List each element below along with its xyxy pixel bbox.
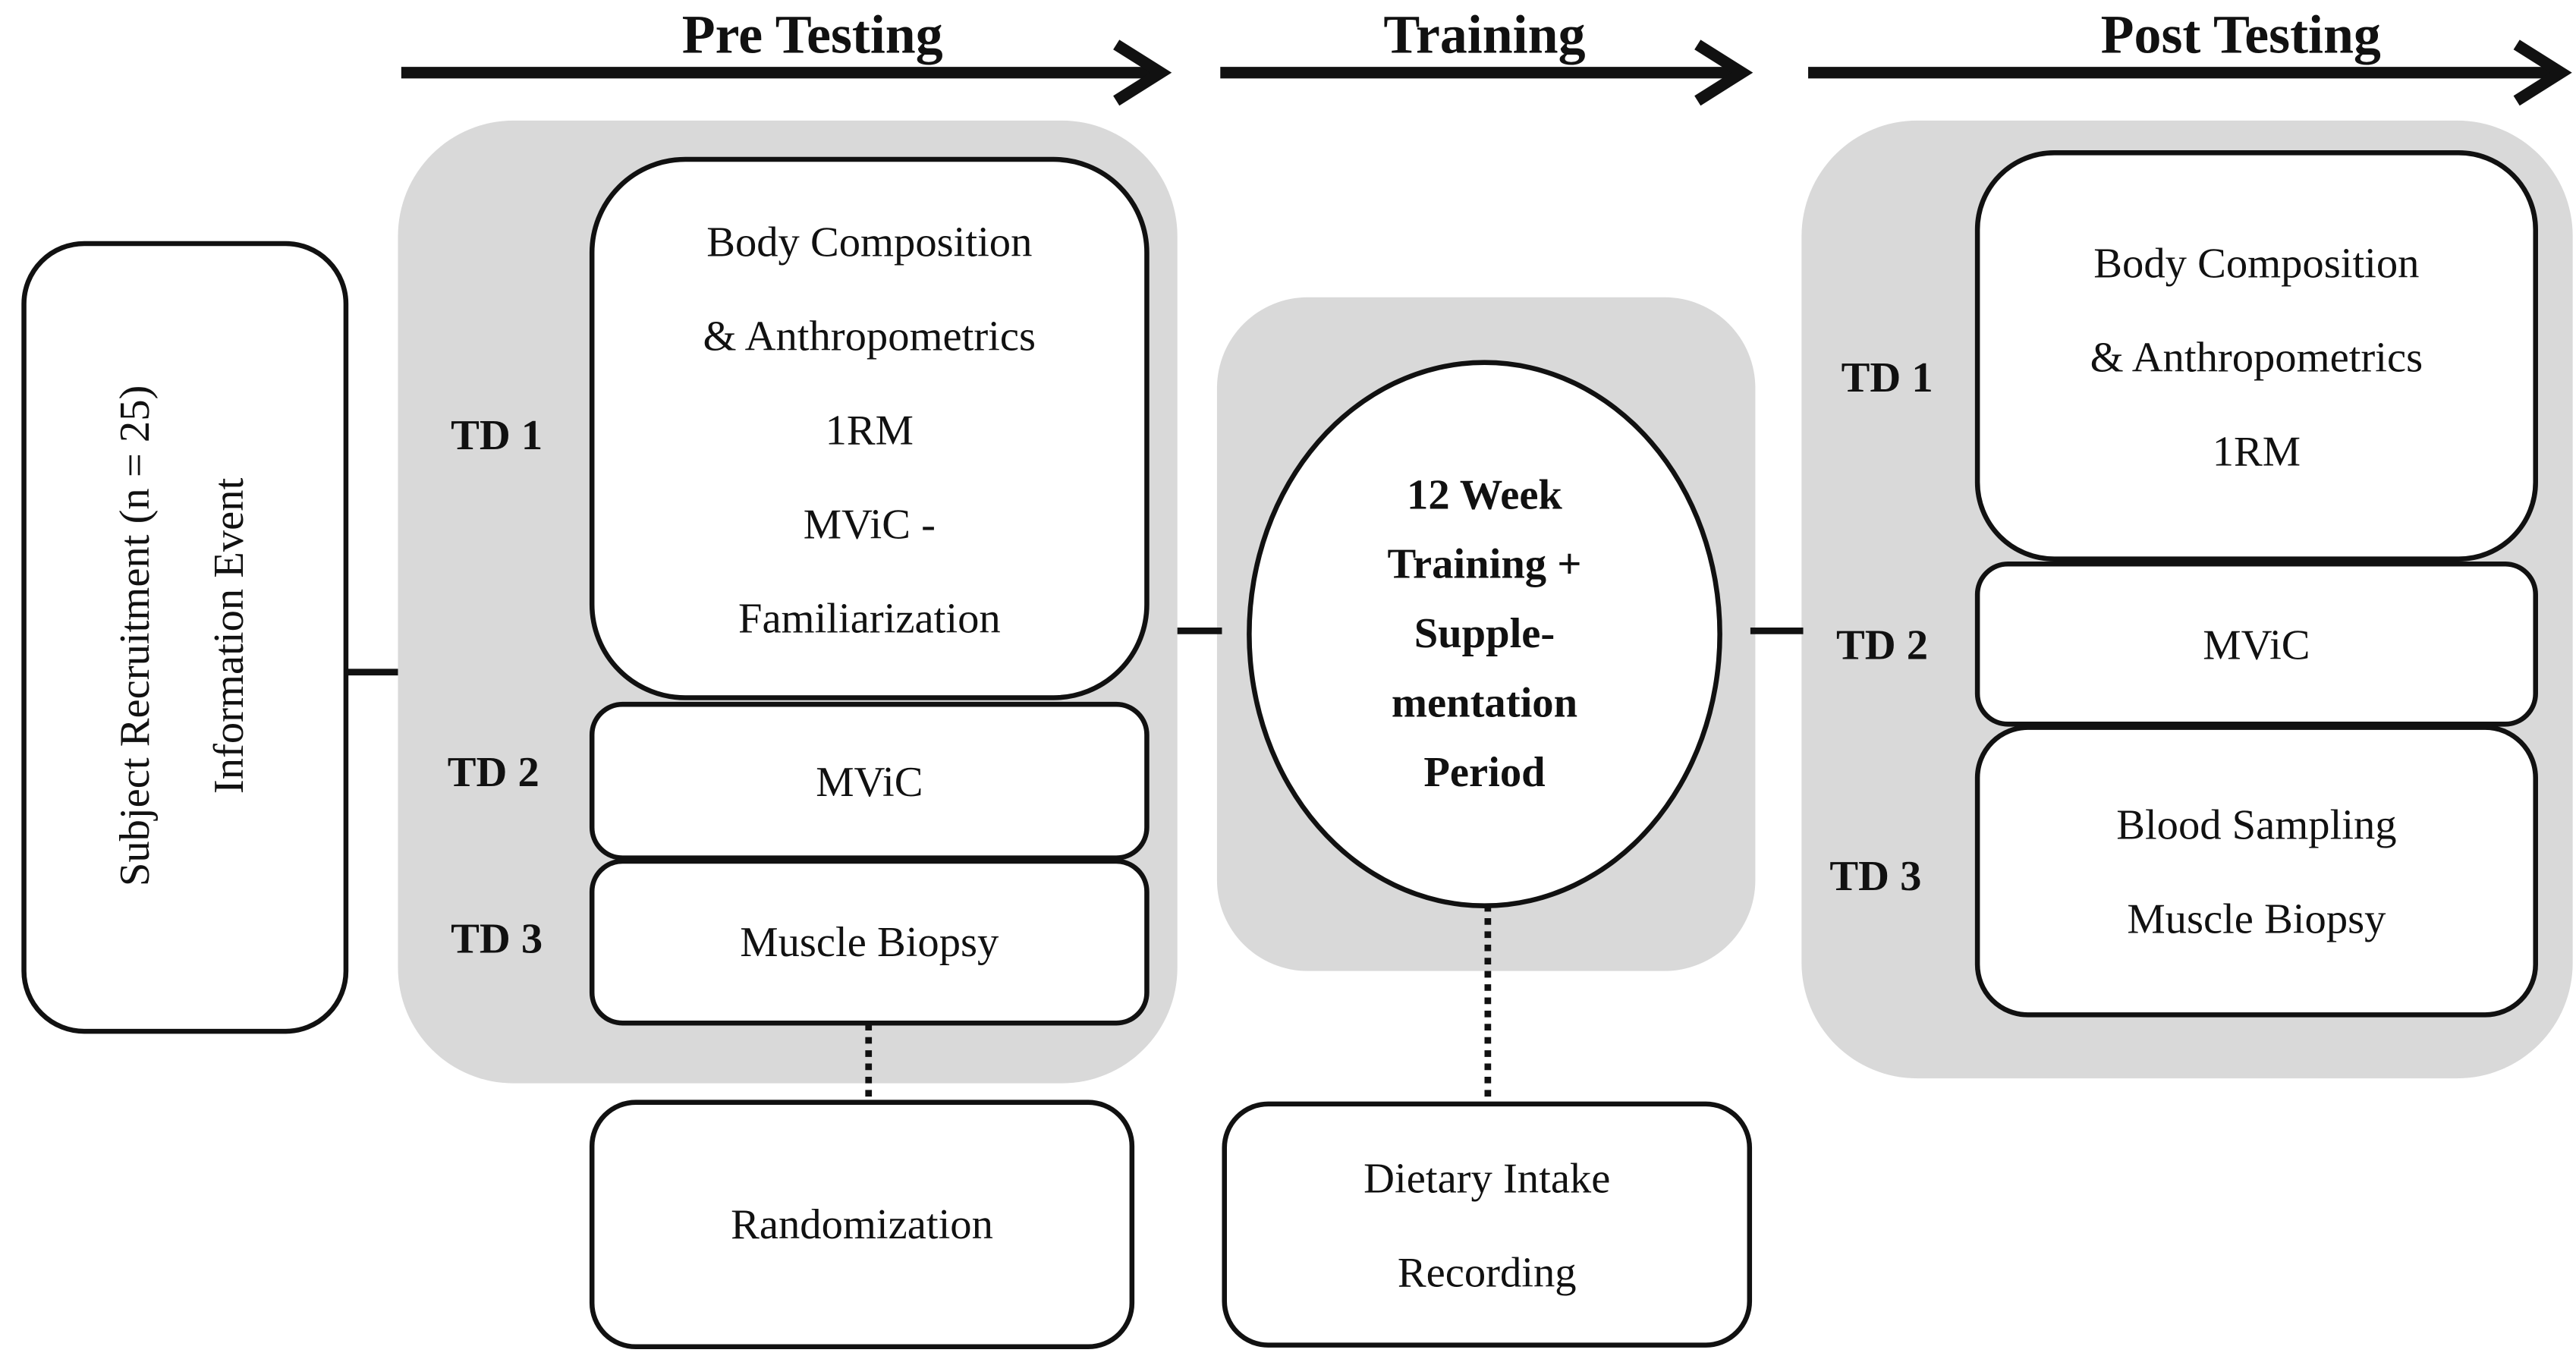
training-arrow	[1220, 39, 1754, 106]
pre-td3-box: Muscle Biopsy	[589, 858, 1150, 1026]
post-td1-label: TD 1	[1841, 353, 1933, 401]
pre-td1-box: Body Composition & Anthropometrics 1RM M…	[589, 156, 1150, 700]
training-period-circle: 12 Week Training + Supple- mentation Per…	[1247, 360, 1722, 908]
pre-td2-box: MViC	[589, 701, 1150, 860]
training-line-2: Training +	[1387, 540, 1582, 588]
pre-td1-line-5: Familiarization	[738, 594, 1001, 643]
post-td1-box: Body Composition & Anthropometrics 1RM	[1974, 150, 2538, 562]
pre-td1-line-3: 1RM	[825, 406, 914, 455]
dietary-line-2: Recording	[1397, 1247, 1577, 1296]
dietary-intake-box: Dietary Intake Recording	[1222, 1101, 1753, 1348]
post-td3-line-2: Muscle Biopsy	[2127, 894, 2386, 942]
training-line-4: mentation	[1391, 678, 1578, 727]
pre-td3-label: TD 3	[451, 914, 543, 963]
post-td1-line-1: Body Composition	[2093, 239, 2420, 288]
post-td1-line-2: & Anthropometrics	[2090, 333, 2423, 382]
post-td3-line-1: Blood Sampling	[2116, 800, 2397, 848]
subject-recruitment-box	[21, 241, 349, 1034]
pre-td2-text: MViC	[816, 757, 923, 805]
post-td2-text: MViC	[2203, 620, 2310, 669]
post-testing-arrow	[1808, 39, 2572, 106]
pre-td1-line-4: MViC -	[803, 500, 936, 549]
pre-td2-label: TD 2	[447, 747, 539, 796]
recruitment-line-2: Information Event	[204, 477, 253, 794]
pre-td1-line-2: & Anthropometrics	[703, 312, 1036, 360]
training-line-3: Supple-	[1414, 609, 1555, 658]
post-td3-label: TD 3	[1829, 851, 1922, 901]
randomization-box: Randomization	[589, 1100, 1135, 1350]
pre-td3-text: Muscle Biopsy	[740, 918, 999, 967]
post-td1-line-3: 1RM	[2212, 427, 2301, 476]
recruitment-line-1: Subject Recruitment (n = 25)	[110, 385, 159, 887]
randomization-text: Randomization	[731, 1200, 993, 1249]
pre-td1-label: TD 1	[451, 411, 543, 460]
training-line-1: 12 Week	[1407, 470, 1562, 519]
dietary-line-1: Dietary Intake	[1363, 1153, 1611, 1202]
post-td2-box: MViC	[1974, 561, 2538, 727]
pre-td1-line-1: Body Composition	[706, 218, 1033, 266]
post-td3-box: Blood Sampling Muscle Biopsy	[1974, 725, 2538, 1018]
training-line-5: Period	[1423, 747, 1546, 796]
phase-title-training: Training	[1383, 6, 1586, 67]
phase-title-post-testing: Post Testing	[2100, 6, 2381, 67]
phase-title-pre-testing: Pre Testing	[681, 6, 943, 67]
post-td2-label: TD 2	[1836, 621, 1929, 669]
pre-testing-arrow	[401, 39, 1172, 106]
